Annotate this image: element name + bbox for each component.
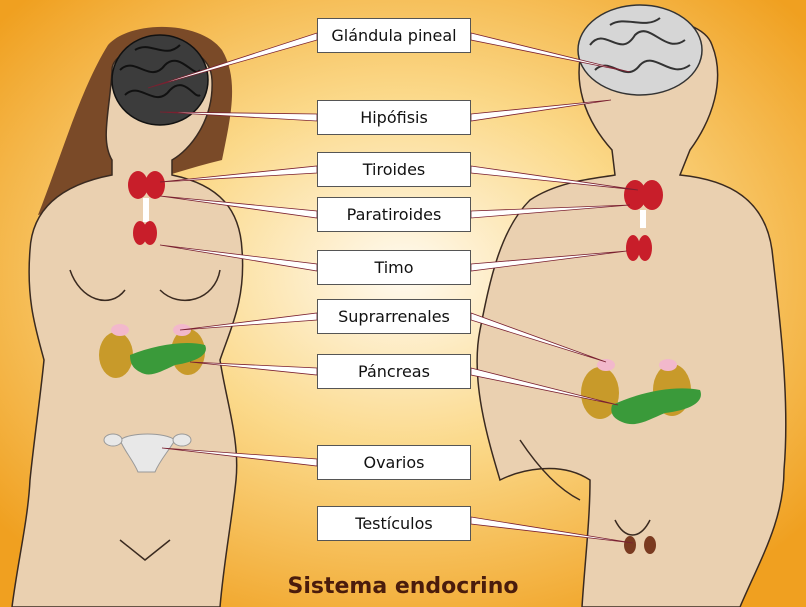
label-testiculos: Testículos (317, 506, 471, 541)
brain-male (578, 5, 702, 95)
label-glandula-pineal: Glándula pineal (317, 18, 471, 53)
label-tiroides: Tiroides (317, 152, 471, 187)
label-suprarrenales: Suprarrenales (317, 299, 471, 334)
brain-female (112, 35, 208, 125)
label-hipofisis: Hipófisis (317, 100, 471, 135)
label-timo: Timo (317, 250, 471, 285)
diagram-title: Sistema endocrino (0, 574, 806, 599)
label-ovarios: Ovarios (317, 445, 471, 480)
label-paratiroides: Paratiroides (317, 197, 471, 232)
label-pancreas: Páncreas (317, 354, 471, 389)
